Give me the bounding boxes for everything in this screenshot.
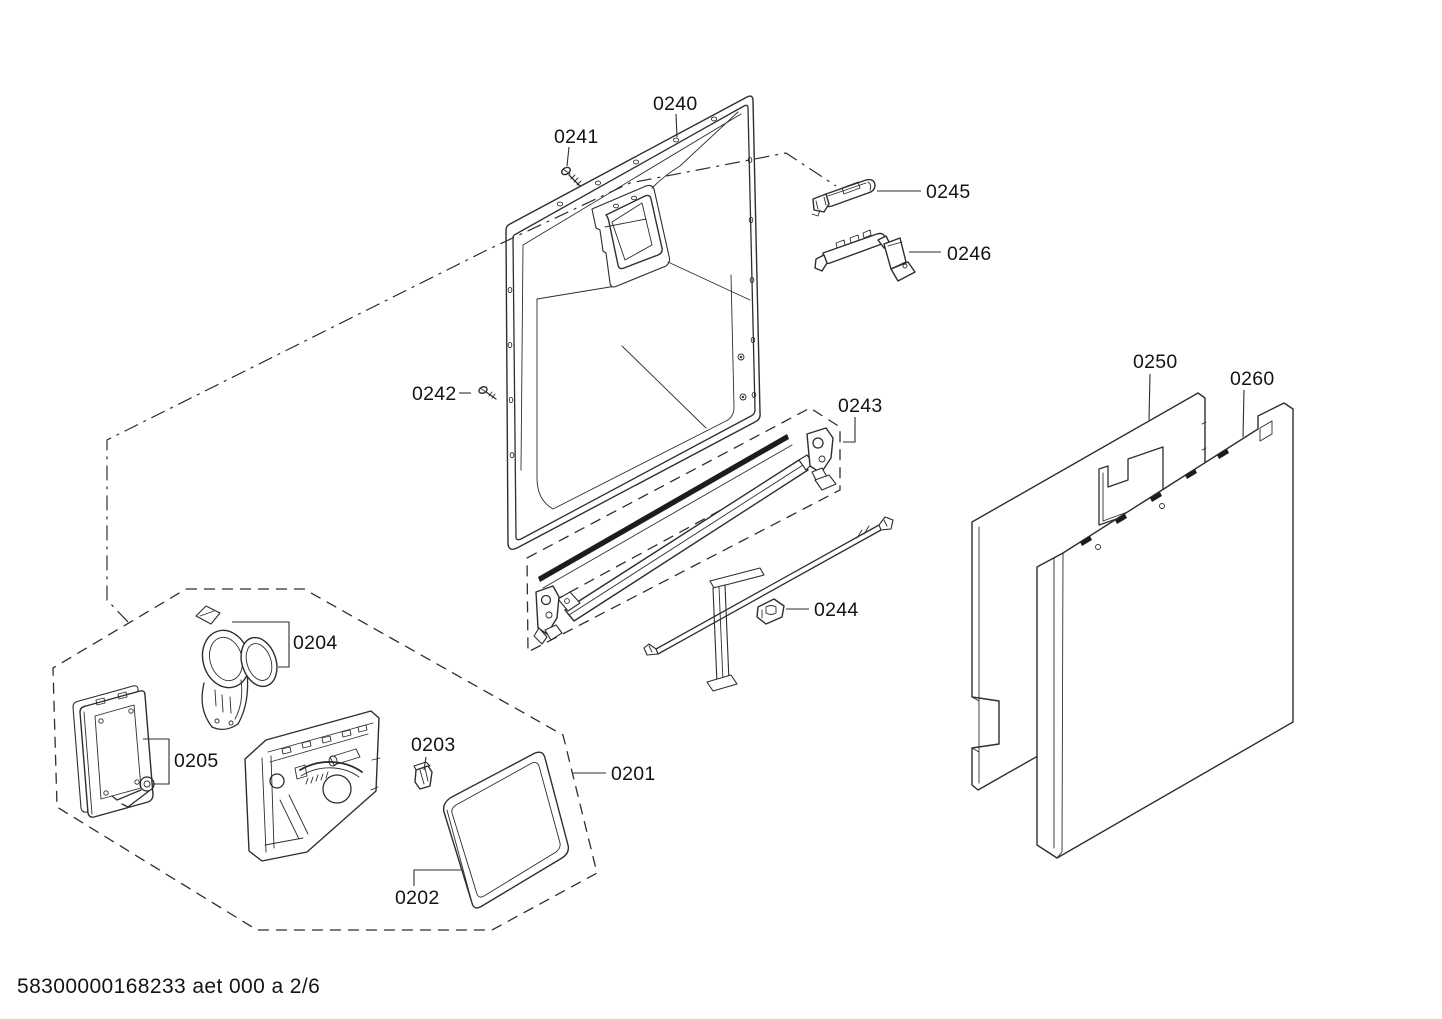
hinge-bracket-left: [533, 585, 563, 645]
part-0244-support-bracket: [706, 567, 765, 692]
part-label-0202: 0202: [395, 887, 440, 909]
part-label-0205: 0205: [174, 750, 219, 772]
part-label-0250: 0250: [1133, 351, 1178, 373]
part-0202-door-gasket: [442, 751, 570, 909]
splash-strip-thin: [538, 434, 793, 589]
part-0203-clip: [413, 761, 433, 790]
part-label-0245: 0245: [926, 181, 971, 203]
part-0260-outer-door-panel: [1036, 402, 1294, 859]
part-label-0242: 0242: [412, 383, 457, 405]
part-0204-oval-gasket: [240, 636, 278, 688]
part-0205-spring: [111, 776, 155, 808]
part-0240-inner-door-panel: [505, 95, 761, 551]
splash-strip-profile: [557, 454, 814, 622]
part-0205-cover-plate: [72, 685, 154, 818]
panel-fastening-tabs: [1080, 449, 1229, 550]
dispenser-assembly-region-outline: [52, 588, 598, 931]
part-0242-screw: [478, 386, 497, 400]
part-label-0204: 0204: [293, 632, 338, 654]
detergent-dispenser-unit: [244, 710, 381, 862]
part-label-0201: 0201: [611, 763, 656, 785]
part-0244-rod-clip: [756, 598, 785, 625]
document-id-footer: 58300000168233 aet 000 a 2/6: [17, 975, 321, 998]
part-label-0244: 0244: [814, 599, 859, 621]
part-label-0240: 0240: [653, 93, 698, 115]
part-label-0203: 0203: [411, 734, 456, 756]
part-label-0243: 0243: [838, 395, 883, 417]
alignment-centerline: [106, 152, 837, 623]
part-label-0241: 0241: [554, 126, 599, 148]
part-0245-latch: [811, 178, 876, 217]
part-label-0260: 0260: [1230, 368, 1275, 390]
part-0241-screw: [561, 166, 582, 187]
part-0244-rod: [643, 516, 894, 656]
part-labels: 0240 0241 0242 0243 0244 0245 0246 0250 …: [174, 93, 1275, 909]
part-leaders: [143, 113, 1245, 886]
hinge-bracket-right: [806, 427, 837, 491]
door-rim-screw-marks: [507, 116, 757, 459]
part-label-0246: 0246: [947, 243, 992, 265]
part-0246-latch-lever: [814, 229, 916, 282]
